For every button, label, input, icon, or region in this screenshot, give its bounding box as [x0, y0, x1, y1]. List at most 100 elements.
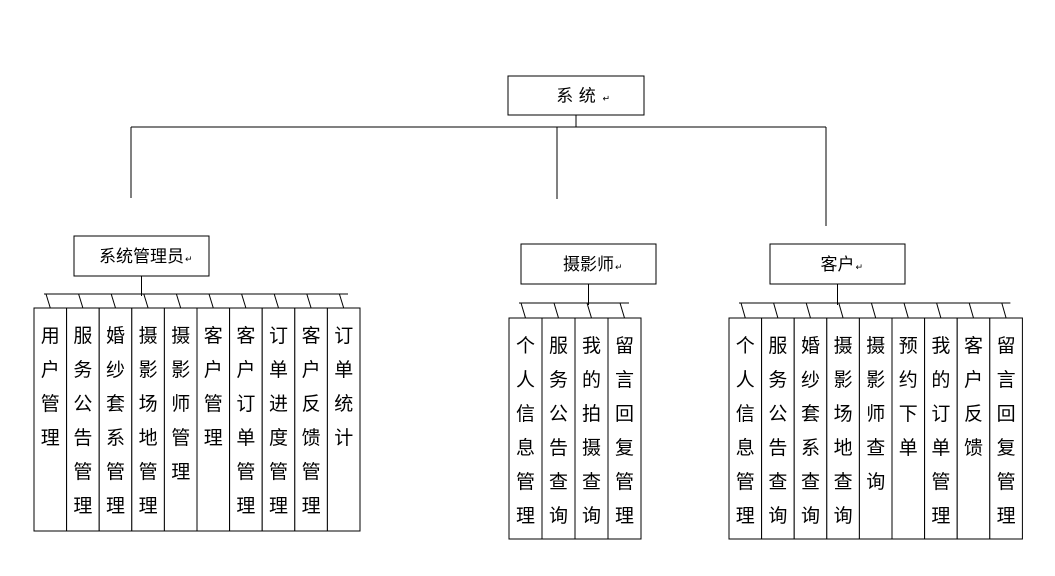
- module-box: [728, 317, 763, 540]
- module-tick-customer-6: [936, 302, 942, 319]
- module-tick-admin-5: [208, 293, 214, 309]
- module-customer-1: 服务公告查询: [761, 317, 795, 540]
- module-admin-0: 用户管理: [33, 307, 68, 532]
- module-admin-5: 客户管理: [196, 307, 231, 532]
- module-label: 婚纱套系查询: [801, 335, 820, 527]
- module-label: 摄影师查询: [866, 335, 885, 493]
- module-label: 预约下单: [899, 335, 918, 459]
- module-box: [989, 317, 1023, 540]
- module-box: [261, 307, 296, 532]
- module-box: [66, 307, 100, 532]
- role-node-admin-label: 系统管理员: [99, 247, 184, 267]
- module-admin-4: 摄影师管理: [163, 307, 198, 532]
- module-label: 服务公告管理: [73, 325, 92, 517]
- module-label: 摄影场地查询: [834, 335, 853, 527]
- module-label: 服务公告查询: [549, 335, 568, 527]
- module-admin-7: 订单进度管理: [261, 307, 296, 532]
- module-tick-photographer-3: [619, 302, 625, 319]
- role-node-customer: 客户↵: [769, 243, 906, 285]
- module-customer-6: 我的订单管理: [924, 317, 958, 540]
- module-tick-customer-5: [903, 302, 909, 319]
- module-box: [33, 307, 68, 532]
- module-label: 客户反馈: [964, 335, 983, 459]
- module-box: [858, 317, 893, 540]
- role-node-customer-box: [769, 243, 906, 285]
- module-label: 我的拍摄查询: [582, 335, 601, 527]
- module-tick-admin-7: [273, 293, 279, 309]
- module-tick-admin-6: [241, 293, 247, 309]
- role-node-photographer-label: 摄影师: [563, 255, 614, 275]
- module-customer-2: 婚纱套系查询: [793, 317, 828, 540]
- module-photographer-3: 留言回复管理: [607, 317, 642, 540]
- module-label: 摄影场地管理: [139, 325, 158, 517]
- module-customer-5: 预约下单: [891, 317, 926, 540]
- module-box: [326, 307, 361, 532]
- role-node-admin-box: [73, 235, 210, 277]
- module-tick-admin-1: [78, 293, 84, 309]
- diagram-nodes: 系 统↵系统管理员↵摄影师↵客户↵: [73, 75, 906, 285]
- module-customer-4: 摄影师查询: [858, 317, 893, 540]
- role-node-photographer-paragraph-mark: ↵: [615, 263, 623, 273]
- module-box: [294, 307, 328, 532]
- module-tick-customer-0: [740, 302, 746, 319]
- module-label: 个人信息管理: [516, 335, 535, 527]
- module-box: [826, 317, 860, 540]
- module-label: 我的订单管理: [931, 335, 950, 527]
- module-photographer-1: 服务公告查询: [541, 317, 576, 540]
- module-columns: 用户管理服务公告管理婚纱套系管理摄影场地管理摄影师管理客户管理客户订单管理订单进…: [33, 307, 1023, 540]
- module-label: 服务公告查询: [768, 335, 787, 527]
- module-box: [574, 317, 609, 540]
- module-box: [196, 307, 231, 532]
- module-box: [891, 317, 926, 540]
- module-customer-3: 摄影场地查询: [826, 317, 860, 540]
- module-tick-photographer-2: [586, 302, 592, 319]
- root-node: 系 统 ↵: [507, 75, 645, 116]
- module-box: [163, 307, 198, 532]
- module-customer-7: 客户反馈: [956, 317, 991, 540]
- module-tick-customer-4: [870, 302, 877, 319]
- module-label: 客户订单管理: [236, 325, 255, 517]
- module-label: 客户反馈管理: [302, 325, 321, 517]
- module-tick-admin-9: [338, 293, 345, 309]
- module-customer-8: 留言回复管理: [989, 317, 1023, 540]
- module-label: 客户管理: [204, 325, 223, 449]
- module-box: [956, 317, 991, 540]
- role-node-photographer-box: [520, 243, 657, 285]
- module-label: 留言回复管理: [615, 335, 634, 527]
- module-tick-customer-2: [805, 302, 811, 319]
- module-box: [607, 317, 642, 540]
- role-node-customer-paragraph-mark: ↵: [856, 263, 864, 273]
- module-admin-3: 摄影场地管理: [131, 307, 165, 532]
- module-label: 用户管理: [41, 325, 60, 449]
- module-tick-customer-8: [1001, 302, 1007, 319]
- module-label: 个人信息管理: [736, 335, 755, 527]
- module-tick-customer-3: [838, 302, 844, 319]
- root-node-paragraph-mark: ↵: [603, 95, 611, 105]
- module-label: 婚纱套系管理: [106, 325, 125, 517]
- module-label: 留言回复管理: [997, 335, 1016, 527]
- module-tick-admin-2: [110, 293, 116, 309]
- module-box: [131, 307, 165, 532]
- module-tick-photographer-0: [520, 302, 526, 319]
- module-admin-1: 服务公告管理: [66, 307, 100, 532]
- root-node-label: 系 统: [556, 87, 595, 107]
- module-tick-admin-0: [45, 293, 51, 309]
- module-tick-admin-3: [143, 293, 149, 309]
- role-node-photographer: 摄影师↵: [520, 243, 657, 285]
- module-box: [761, 317, 795, 540]
- module-box: [793, 317, 828, 540]
- module-tick-photographer-1: [553, 302, 559, 319]
- module-photographer-2: 我的拍摄查询: [574, 317, 609, 540]
- module-box: [98, 307, 133, 532]
- role-node-admin-paragraph-mark: ↵: [185, 255, 193, 265]
- role-node-customer-label: 客户: [821, 255, 855, 275]
- connector-lines: [44, 115, 1011, 319]
- root-node-box: [507, 75, 645, 116]
- module-admin-8: 客户反馈管理: [294, 307, 328, 532]
- module-box: [508, 317, 543, 540]
- module-customer-0: 个人信息管理: [728, 317, 763, 540]
- module-tick-customer-1: [773, 302, 779, 319]
- module-admin-2: 婚纱套系管理: [98, 307, 133, 532]
- module-admin-9: 订单统计: [326, 307, 361, 532]
